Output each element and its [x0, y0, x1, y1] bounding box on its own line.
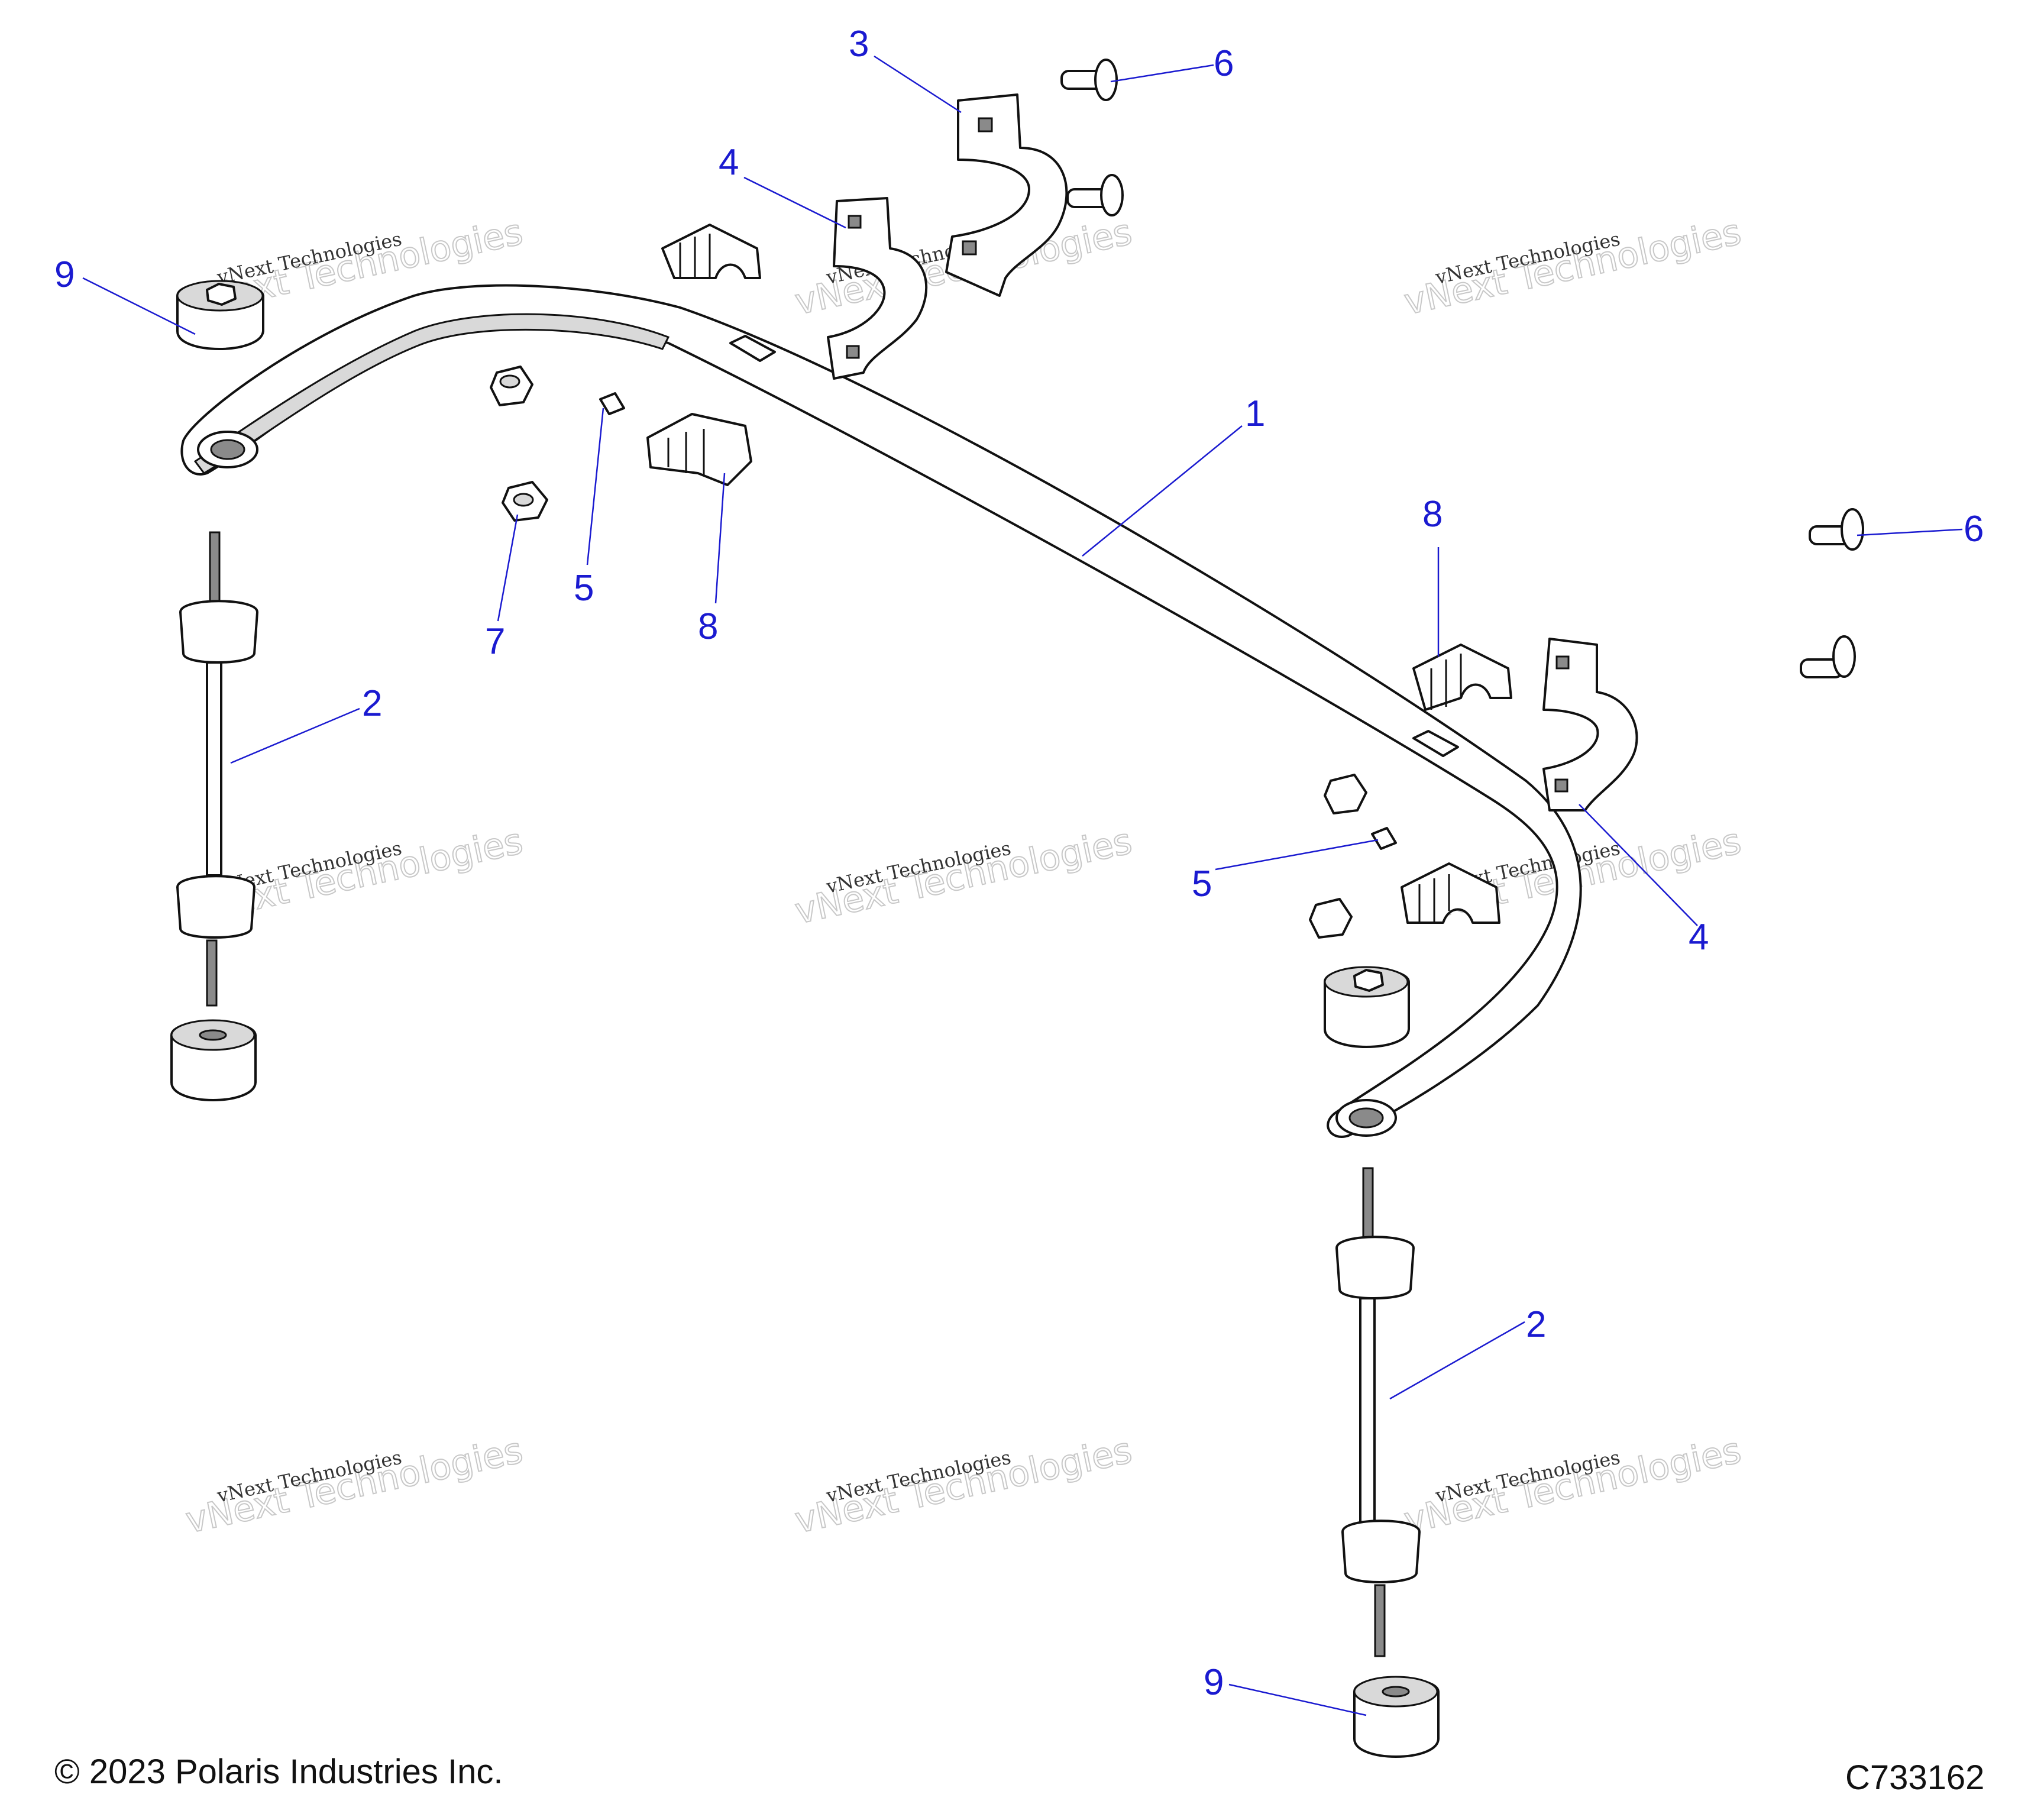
callout-2-right: 2	[1526, 1304, 1546, 1345]
bushing-8-left	[646, 413, 752, 486]
callout-6-upper: 6	[1214, 43, 1234, 84]
callout-9-lower: 9	[1204, 1662, 1224, 1703]
grease-fitting-5-left	[599, 392, 625, 415]
nut-7	[502, 481, 548, 522]
callout-6-right: 6	[1964, 509, 1984, 549]
bolt-6-upper-b	[1066, 174, 1124, 216]
nut-small-c	[1309, 898, 1353, 939]
grommet-right-upper	[1324, 966, 1410, 1048]
stabilizer-bar	[180, 284, 1582, 1138]
end-link-2-right	[1335, 1167, 1421, 1657]
callout-1: 1	[1245, 393, 1265, 434]
callout-9-upper: 9	[54, 254, 75, 295]
clamp-bracket-4-left	[827, 197, 928, 380]
callout-labels: 1 2 2 3 4 4 5 5 6 6 7 8 8 9 9	[54, 24, 1984, 1703]
bushing-8-right	[1412, 644, 1512, 711]
callout-8-right: 8	[1422, 494, 1443, 535]
callout-8-left: 8	[698, 606, 718, 647]
callout-7: 7	[485, 621, 505, 662]
callout-4-left: 4	[719, 142, 739, 183]
grommet-left-lower	[170, 1019, 257, 1101]
bushing-8-lower	[1401, 862, 1500, 924]
copyright-text: © 2023 Polaris Industries Inc.	[54, 1753, 503, 1791]
bolt-6-right-a	[1809, 508, 1864, 551]
grommet-9-upper	[176, 280, 264, 350]
nut-small-a	[490, 366, 533, 406]
callout-4-right: 4	[1689, 917, 1709, 958]
callout-5-right: 5	[1192, 864, 1212, 904]
bushing-8-top	[661, 224, 761, 279]
nut-small-b	[1324, 774, 1367, 814]
grommet-9-lower	[1353, 1676, 1440, 1758]
diagram-code: C733162	[1845, 1758, 1985, 1797]
end-link-2-left	[176, 531, 258, 1007]
leader-lines	[82, 55, 1963, 1716]
bolt-6-right-b	[1800, 635, 1856, 678]
callout-5-left: 5	[574, 568, 594, 609]
grease-fitting-5-right	[1371, 827, 1397, 850]
clamp-bracket-3	[945, 93, 1068, 297]
bolt-6-upper-a	[1060, 59, 1118, 101]
callout-3: 3	[849, 24, 869, 64]
callout-2-left: 2	[362, 683, 382, 724]
clamp-bracket-4-right	[1542, 638, 1638, 811]
